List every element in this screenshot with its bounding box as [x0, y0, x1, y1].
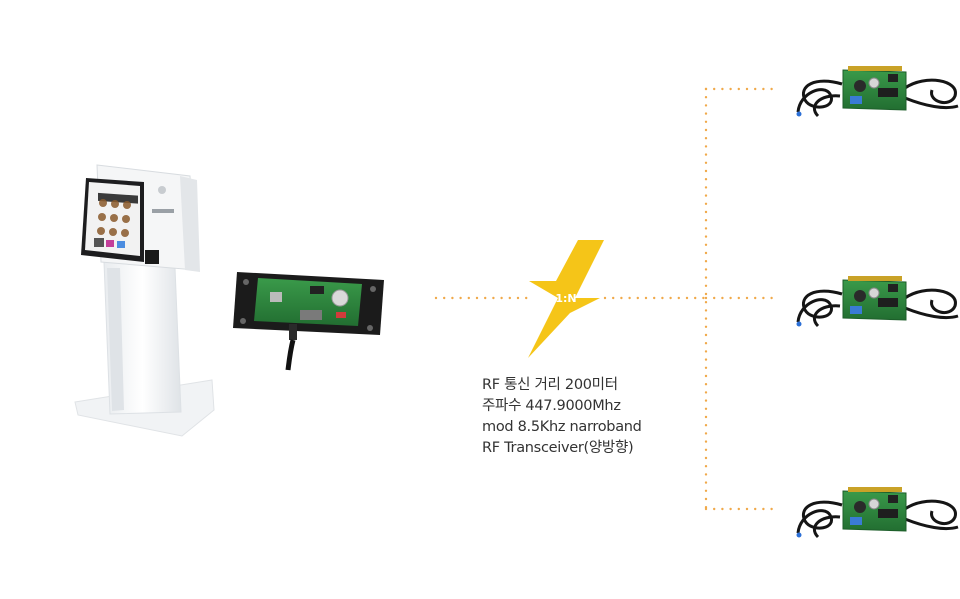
rf-lightning-icon: 1:N: [528, 240, 604, 358]
rf-receiver-board: [796, 276, 959, 328]
spec-line: RF Transceiver(양방향): [482, 440, 634, 456]
ratio-label: 1:N: [555, 292, 576, 305]
rf-receiver-board: [796, 66, 959, 118]
card-reader: [145, 250, 159, 264]
kiosk-screen: [81, 178, 144, 262]
kiosk-terminal: [74, 164, 215, 437]
rf-transmitter-board: [233, 272, 384, 371]
spec-line: RF 통신 거리 200미터: [482, 377, 618, 393]
rf-receiver-board: [796, 487, 959, 539]
spec-line: 주파수 447.9000Mhz: [482, 398, 621, 414]
rf-link-lines: [434, 87, 780, 511]
spec-line: mod 8.5Khz narroband: [482, 419, 642, 435]
spec-text-block: RF 통신 거리 200미터 주파수 447.9000Mhz mod 8.5Kh…: [482, 375, 722, 459]
